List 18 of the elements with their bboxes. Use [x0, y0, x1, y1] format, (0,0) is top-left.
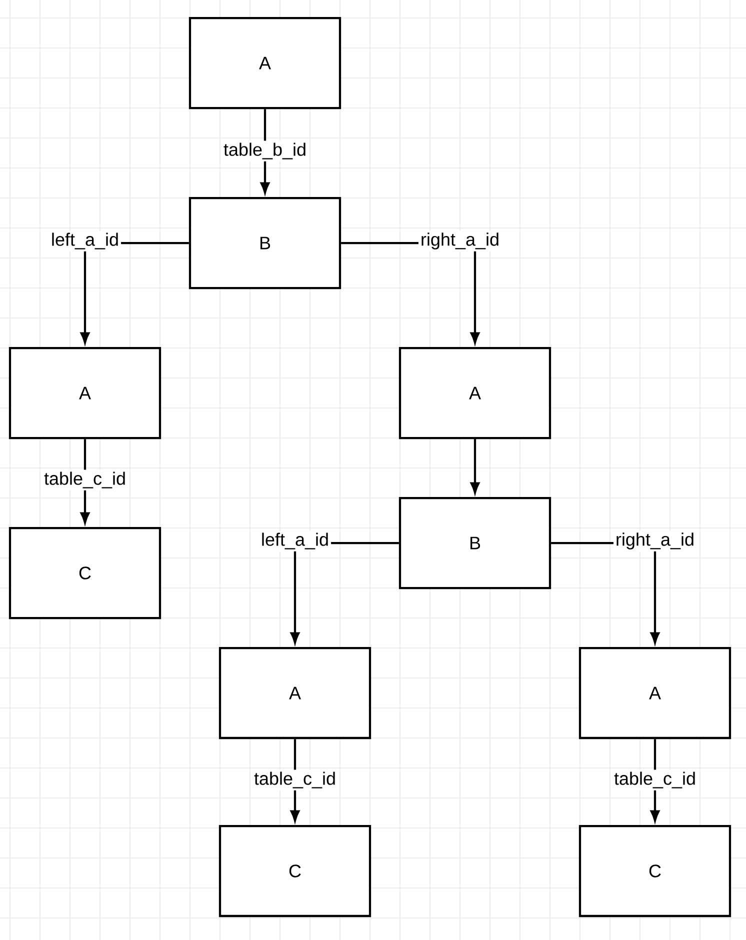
- edge-label: table_b_id: [221, 140, 309, 162]
- table-box: C: [578, 824, 732, 918]
- table-box: C: [8, 526, 162, 620]
- edge-label: table_c_id: [612, 770, 698, 790]
- edge-label: table_c_id: [42, 470, 128, 490]
- table-box: A: [578, 646, 732, 740]
- edge-label: right_a_id: [613, 530, 697, 552]
- table-box: B: [398, 496, 552, 590]
- edge-label: left_a_id: [48, 230, 122, 252]
- table-box: A: [8, 346, 162, 440]
- table-box: A: [398, 346, 552, 440]
- edge-label: right_a_id: [418, 230, 502, 252]
- edge-label: table_c_id: [252, 770, 338, 790]
- table-box: C: [218, 824, 372, 918]
- edge-label: left_a_id: [258, 530, 332, 552]
- table-box: B: [188, 196, 342, 290]
- table-box: A: [188, 16, 342, 110]
- table-box: A: [218, 646, 372, 740]
